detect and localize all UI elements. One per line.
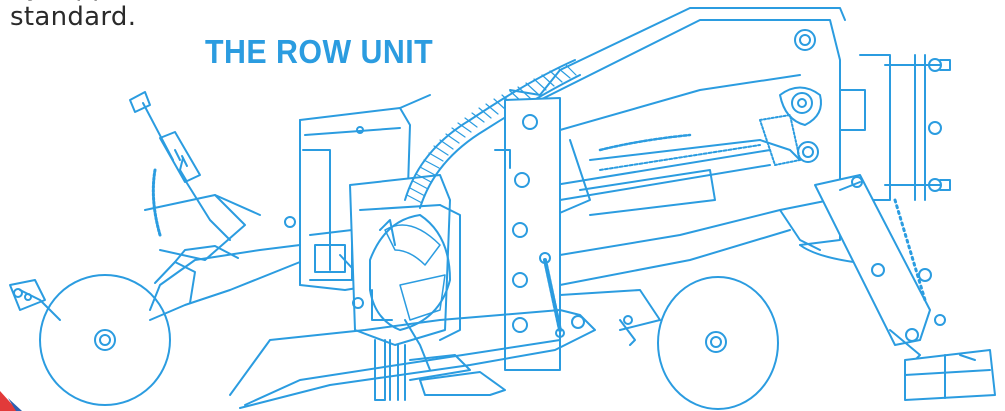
- depth-adjuster: [129, 91, 296, 261]
- frame-plate: [494, 97, 565, 371]
- caption-partial-line: ay, appears: [10, 0, 166, 2]
- left-frame-arm: [9, 244, 301, 321]
- seed-meter: [349, 174, 461, 371]
- caption-standard: standard.: [10, 2, 137, 32]
- press-wheel: [657, 276, 779, 410]
- parallel-linkage: [509, 7, 866, 246]
- opener-bottom: [229, 309, 596, 409]
- furrow-shank: [814, 174, 996, 401]
- diagram-title: THE ROW UNIT: [205, 33, 434, 70]
- left-gauge-wheel: [39, 274, 171, 406]
- mount-bracket: [859, 54, 951, 201]
- caption-text: ay, appears standard.: [10, 0, 166, 32]
- corner-flag-graphic: [0, 391, 22, 411]
